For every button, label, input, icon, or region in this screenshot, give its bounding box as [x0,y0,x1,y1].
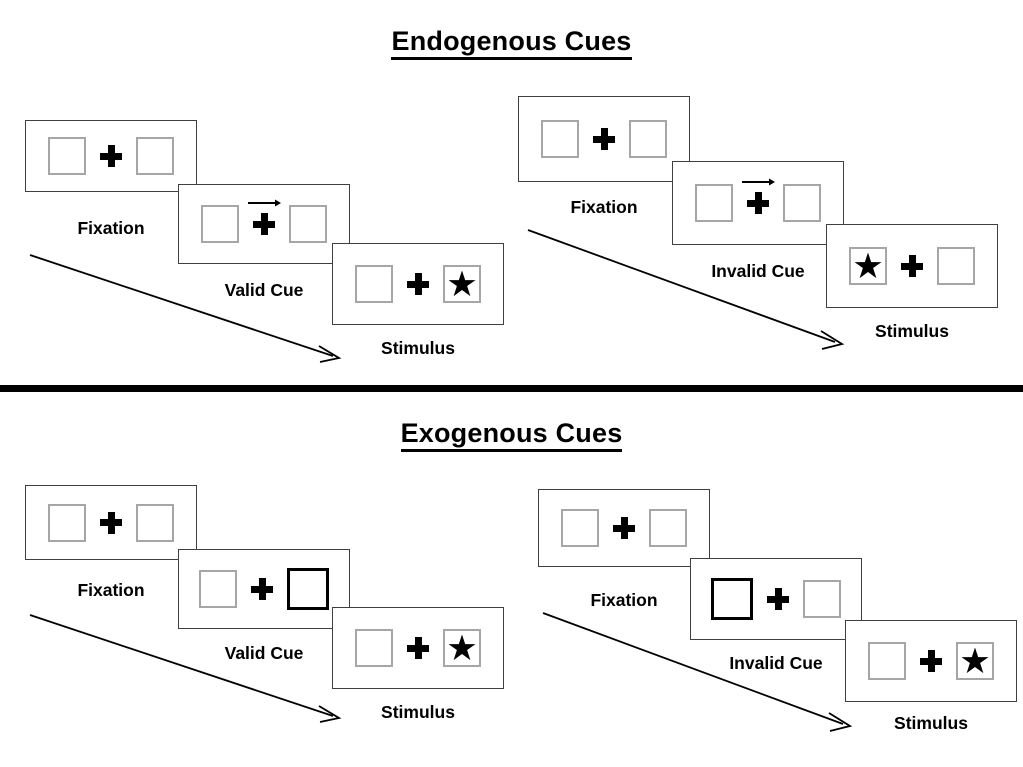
fixation-cross-icon [742,178,775,214]
fixation-cross-icon [901,255,923,277]
cued-box-left [711,578,753,620]
fixation-cross-icon [251,578,273,600]
panel-inner [48,137,174,175]
panel-label-fixation: Fixation [77,580,145,600]
flow-arrow [29,254,342,363]
fixation-cross-icon [920,650,942,672]
panel-label-stimulus: Stimulus [381,338,455,358]
panel-fixation[interactable] [538,489,710,567]
right-arrow-icon [742,178,775,186]
cued-box-right [287,568,329,610]
placeholder-box-left [561,509,599,547]
placeholder-box-left [695,184,733,222]
placeholder-box-right [136,503,174,542]
fixation-cross-icon [100,511,122,534]
panel-inner [711,578,841,620]
panel-inner [355,265,481,303]
star-icon [448,270,476,297]
placeholder-box-left [541,120,579,158]
placeholder-box-right [136,137,174,175]
panel-label-stimulus: Stimulus [381,702,455,722]
section-divider [0,385,1023,392]
right-arrow-icon [248,199,281,207]
placeholder-box-left [199,570,237,608]
panel-inner [201,199,327,243]
placeholder-box-right [783,184,821,222]
panel-label-fixation: Fixation [77,218,145,238]
fixation-cross-icon [613,517,635,539]
section-title-endogenous-text: Endogenous Cues [391,26,632,60]
star-icon [961,647,989,674]
fixation-cross-icon [248,199,281,235]
panel-stimulus[interactable] [845,620,1017,702]
placeholder-box-right [289,205,327,243]
panel-inner [48,503,174,542]
target-box-right [443,629,481,667]
placeholder-box-left [868,642,906,680]
placeholder-box-right [629,120,667,158]
panel-label-fixation: Fixation [590,590,658,610]
placeholder-box-left [201,205,239,243]
panel-label-cue: Valid Cue [224,280,304,300]
panel-cue[interactable] [178,184,350,264]
placeholder-box-right [649,509,687,547]
panel-cue[interactable] [690,558,862,640]
placeholder-box-left [48,137,86,175]
fixation-cross-icon [593,128,615,150]
panel-stimulus[interactable] [826,224,998,308]
panel-stimulus[interactable] [332,243,504,325]
fixation-cross-icon [407,273,429,295]
placeholder-box-right [937,247,975,285]
section-title-endogenous: Endogenous Cues [0,26,1023,60]
panel-fixation[interactable] [25,485,197,560]
panel-inner [868,642,994,680]
placeholder-box-left [355,629,393,667]
fixation-cross-icon [100,145,122,167]
fixation-cross-icon [767,588,789,610]
panel-label-fixation: Fixation [570,197,638,217]
panel-label-cue: Invalid Cue [711,261,805,281]
panel-cue[interactable] [178,549,350,629]
panel-cue[interactable] [672,161,844,245]
panel-inner [561,509,687,547]
star-icon [448,634,476,661]
target-box-right [956,642,994,680]
panel-label-cue: Invalid Cue [729,653,823,673]
panel-stimulus[interactable] [332,607,504,689]
placeholder-box-right [803,580,841,618]
flow-arrow [29,614,342,723]
panel-fixation[interactable] [25,120,197,192]
section-title-exogenous: Exogenous Cues [0,418,1023,452]
fixation-cross-icon [407,637,429,659]
panel-label-stimulus: Stimulus [894,713,968,733]
panel-inner [541,120,667,158]
panel-fixation[interactable] [518,96,690,182]
star-icon [854,252,882,279]
section-title-exogenous-text: Exogenous Cues [400,418,623,452]
panel-label-cue: Valid Cue [224,643,304,663]
panel-inner [849,247,975,285]
flow-arrow [542,612,853,732]
panel-label-stimulus: Stimulus [875,321,949,341]
panel-inner [355,629,481,667]
flow-arrow [527,229,845,350]
placeholder-box-left [355,265,393,303]
target-box-left [849,247,887,285]
placeholder-box-left [48,503,86,542]
panel-inner [199,568,329,610]
panel-inner [695,178,821,222]
target-box-right [443,265,481,303]
